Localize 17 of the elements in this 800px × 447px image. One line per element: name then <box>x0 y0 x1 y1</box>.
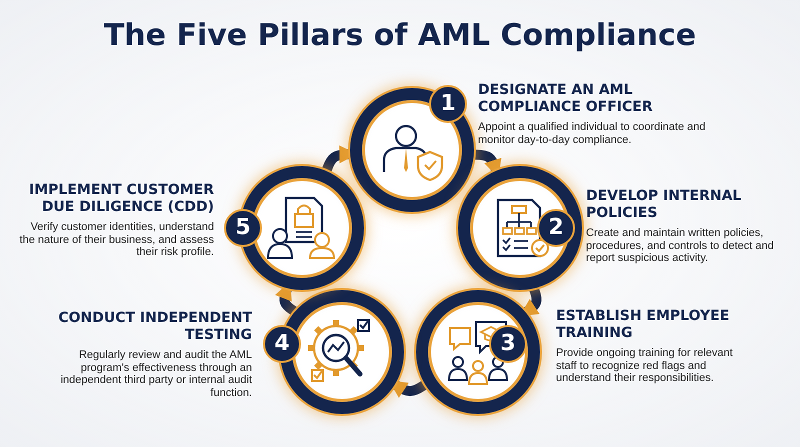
pillar-circle <box>350 88 474 212</box>
pillar-heading: DESIGNATE AN AML COMPLIANCE OFFICER <box>478 82 654 116</box>
pillar-description: Provide ongoing training for relevant staff to recognize red flags and understand their responsibilities. <box>556 347 734 384</box>
pillar-description: Appoint a qualified individual to coordinate and monitor day-to-day compliance. <box>478 121 706 146</box>
step-number-badge: 1 <box>429 85 467 123</box>
pillar-description: Regularly review and audit the AML program's effectiveness through an independent third party or internal audit function. <box>60 349 252 399</box>
title: The Five Pillars of AML Compliance <box>102 18 698 53</box>
pillar-circle <box>458 166 582 290</box>
pillar-heading: DEVELOP INTERNAL POLICIES <box>586 188 742 222</box>
step-number-badge: 4 <box>263 325 301 363</box>
step-number-badge: 5 <box>224 209 262 247</box>
pillar-circle <box>416 290 540 414</box>
pillar-heading: CONDUCT INDEPENDENT TESTING <box>57 310 252 344</box>
pillar-description: Verify customer identities, understand the nature of their business, and assess their risk profile. <box>18 221 214 258</box>
pillar-heading: ESTABLISH EMPLOYEE TRAINING <box>556 308 730 342</box>
pillar-description: Create and maintain written policies, procedures, and controls to detect and report suspicious activity. <box>586 227 775 264</box>
pillar-heading: IMPLEMENT CUSTOMER DUE DILIGENCE (CDD) <box>28 182 214 216</box>
